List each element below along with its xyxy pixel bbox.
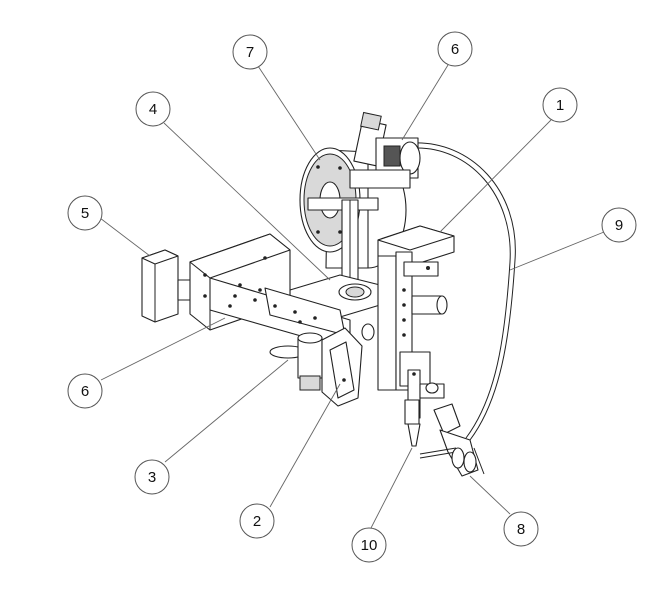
wire-feeder [349, 111, 421, 189]
callout-label: 3 [148, 469, 156, 486]
leader-lines [99, 64, 605, 529]
torch-holder [419, 403, 485, 477]
wire-cable [411, 142, 516, 441]
callout-label: 6 [81, 383, 89, 400]
callout-10: 10 [351, 527, 387, 563]
callout-label: 5 [81, 205, 89, 222]
callout-label: 10 [361, 537, 378, 554]
callout-1: 1 [542, 87, 578, 123]
callout-5: 5 [67, 195, 103, 231]
drive-motor [269, 332, 323, 391]
callout-label: 6 [451, 41, 459, 58]
callout-label: 2 [253, 513, 261, 530]
clamp-bracket [321, 323, 375, 407]
callout-label: 9 [615, 217, 623, 234]
vertical-slide [377, 225, 455, 391]
control-box [141, 249, 195, 323]
callout-4: 4 [135, 91, 171, 127]
callout-8: 8 [503, 511, 539, 547]
callout-9: 9 [601, 207, 637, 243]
callout-3: 3 [134, 459, 170, 495]
welding-torch [399, 351, 445, 447]
horizontal-arm [189, 233, 351, 351]
callout-label: 1 [556, 97, 564, 114]
callout-6-top: 6 [437, 31, 473, 67]
callout-6-bottom: 6 [67, 373, 103, 409]
callout-label: 4 [149, 101, 157, 118]
callout-label: 8 [517, 521, 525, 538]
callout-2: 2 [239, 503, 275, 539]
callout-7: 7 [232, 34, 268, 70]
callout-label: 7 [246, 44, 254, 61]
